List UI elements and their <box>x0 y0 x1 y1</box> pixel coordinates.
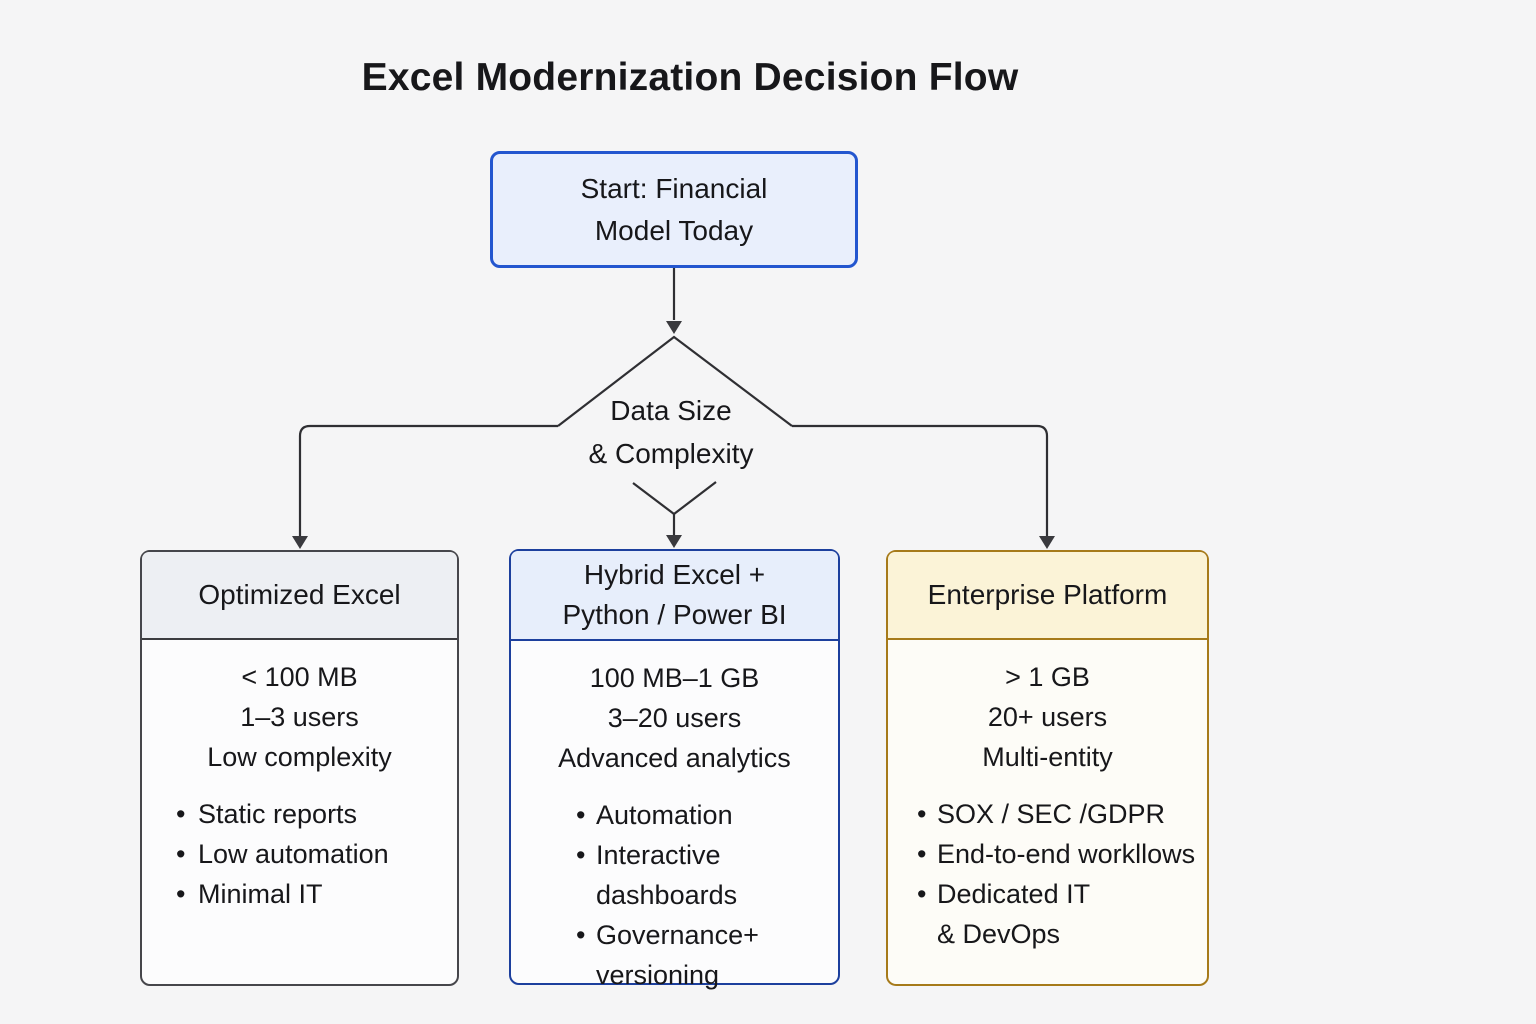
bullet-icon: • <box>176 879 186 909</box>
bullet-item: • End-to-end workllows <box>888 834 1207 874</box>
bullet-line: Static reports <box>198 799 358 829</box>
decision-label-line: Data Size <box>610 395 732 426</box>
page-title: Excel Modernization Decision Flow <box>361 56 1019 99</box>
bullet-line: SOX / SEC /GDPR <box>937 799 1166 829</box>
bullet-line: Interactive <box>596 840 721 870</box>
bullet-item: • Minimal IT <box>142 874 457 914</box>
connector-left-branch <box>298 424 558 536</box>
spec-line: 100 MB–1 GB <box>589 663 760 693</box>
bullet-item: • Low automation <box>142 834 457 874</box>
bullet-icon: • <box>576 920 586 950</box>
branch-bullet-list: • Automation • Interactive dashboards • … <box>511 795 838 995</box>
arrowhead-icon <box>292 536 308 549</box>
branch-specs: > 1 GB 20+ users Multi-entity <box>888 657 1207 777</box>
start-node-line: Start: Financial <box>580 172 768 204</box>
start-node: Start: Financial Model Today <box>490 151 858 268</box>
branch-title: Hybrid Excel + <box>583 559 766 590</box>
bullet-item: • Governance+ versioning <box>511 915 838 995</box>
bullet-line: versioning <box>596 960 720 990</box>
arrowhead-icon <box>1039 536 1055 549</box>
branch-header: Optimized Excel <box>142 552 457 640</box>
branch-hybrid-excel-python-powerbi: Hybrid Excel + Python / Power BI 100 MB–… <box>509 549 840 990</box>
bullet-icon: • <box>917 839 927 869</box>
bullet-item: • Dedicated IT & DevOps <box>888 874 1207 954</box>
bullet-item: • Static reports <box>142 794 457 834</box>
spec-line: < 100 MB <box>241 662 358 692</box>
branch-optimized-excel: Optimized Excel < 100 MB 1–3 users Low c… <box>140 550 459 986</box>
spec-line: 1–3 users <box>240 702 359 732</box>
start-node-line: Model Today <box>594 214 754 246</box>
branch-header: Hybrid Excel + Python / Power BI <box>511 551 838 641</box>
bullet-line: Low automation <box>198 839 389 869</box>
decision-diamond-bottom <box>632 481 717 516</box>
bullet-line: Automation <box>596 800 733 830</box>
spec-line: Low complexity <box>207 742 392 772</box>
bullet-item: • Automation <box>511 795 838 835</box>
spec-line: Advanced analytics <box>558 743 791 773</box>
branch-specs: < 100 MB 1–3 users Low complexity <box>142 657 457 777</box>
branch-title: Optimized Excel <box>198 579 401 610</box>
spec-line: > 1 GB <box>1005 662 1090 692</box>
branch-title: Python / Power BI <box>562 599 787 630</box>
bullet-item: • SOX / SEC /GDPR <box>888 794 1207 834</box>
bullet-icon: • <box>917 879 927 909</box>
bullet-icon: • <box>576 840 586 870</box>
bullet-line: dashboards <box>596 880 738 910</box>
decision-label-line: & Complexity <box>588 438 754 469</box>
branch-header: Enterprise Platform <box>888 552 1207 640</box>
spec-line: Multi-entity <box>982 742 1113 772</box>
bullet-line: End-to-end workllows <box>937 839 1196 869</box>
branch-bullet-list: • Static reports • Low automation • Mini… <box>142 794 457 914</box>
bullet-item: • Interactive dashboards <box>511 835 838 915</box>
decision-diamond-top <box>557 335 793 427</box>
bullet-line: Minimal IT <box>198 879 323 909</box>
arrowhead-icon <box>666 321 682 334</box>
bullet-icon: • <box>176 839 186 869</box>
branch-specs: 100 MB–1 GB 3–20 users Advanced analytic… <box>511 658 838 778</box>
bullet-line: & DevOps <box>937 919 1061 949</box>
spec-line: 20+ users <box>987 702 1108 732</box>
bullet-icon: • <box>576 800 586 830</box>
branch-bullet-list: • SOX / SEC /GDPR • End-to-end workllows… <box>888 794 1207 954</box>
decision-node-label: Data Size & Complexity <box>589 389 754 475</box>
branch-enterprise-platform: Enterprise Platform > 1 GB 20+ users Mul… <box>886 550 1209 986</box>
arrowhead-icon <box>666 535 682 548</box>
spec-line: 3–20 users <box>607 703 742 733</box>
connector-right-branch <box>792 424 1049 536</box>
bullet-line: Governance+ <box>596 920 759 950</box>
branch-title: Enterprise Platform <box>927 579 1168 610</box>
bullet-icon: • <box>917 799 927 829</box>
bullet-line: Dedicated IT <box>937 879 1091 909</box>
bullet-icon: • <box>176 799 186 829</box>
